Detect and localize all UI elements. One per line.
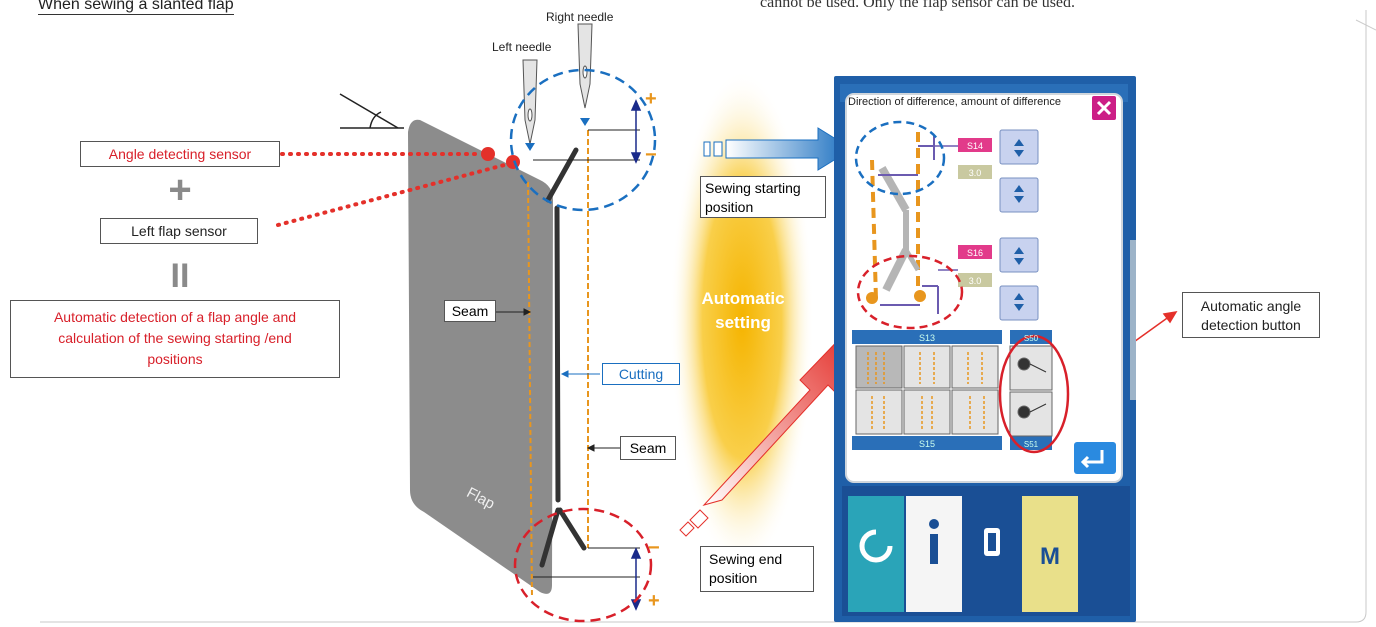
info-icon bbox=[930, 534, 938, 564]
panel-title: Direction of difference, amount of diffe… bbox=[848, 96, 1061, 108]
s16-value-text: 3.0 bbox=[969, 276, 982, 286]
right-needle-marker bbox=[580, 118, 590, 126]
left-needle-label: Left needle bbox=[492, 40, 552, 54]
page-heading: When sewing a slanted flap bbox=[38, 0, 234, 15]
flap-shape bbox=[408, 119, 553, 594]
start-difference-arrow bbox=[630, 99, 642, 164]
frame-border bbox=[40, 10, 1367, 623]
seam-left-label: Seam bbox=[444, 300, 496, 322]
pattern-buttons bbox=[855, 345, 999, 435]
s14-value-text: 3.0 bbox=[969, 168, 982, 178]
s16-text: S16 bbox=[967, 248, 983, 258]
end-plus-mark: + bbox=[648, 590, 660, 612]
start-zoom-circle bbox=[509, 68, 657, 212]
stepper-buttons bbox=[999, 129, 1039, 321]
auto-detect-buttons bbox=[1009, 345, 1053, 437]
bar-s15 bbox=[852, 436, 1002, 450]
cutting-blade bbox=[539, 147, 587, 568]
enter-button bbox=[1074, 442, 1116, 474]
angle-sensor-dot bbox=[481, 147, 495, 161]
s14-text: S14 bbox=[967, 141, 983, 151]
auto-detect-circle bbox=[998, 334, 1070, 454]
angle-sensor-label: Angle detecting sensor bbox=[80, 141, 280, 167]
field-s16-value bbox=[958, 273, 992, 287]
start-minus-mark: − bbox=[645, 144, 657, 166]
right-needle-label: Right needle bbox=[546, 10, 614, 24]
menu-m-button[interactable]: M bbox=[1040, 543, 1060, 570]
operation-panel bbox=[834, 76, 1136, 622]
flap-seam-line bbox=[527, 181, 533, 599]
auto-setting-label: Automatic setting bbox=[701, 289, 785, 332]
bar-s15-text: S15 bbox=[919, 439, 935, 449]
auto-detect-result-label: Automatic detection of a flap angle and … bbox=[10, 300, 340, 378]
bar-s50-text: S50 bbox=[1024, 334, 1039, 343]
panel-end-circle bbox=[856, 254, 964, 330]
flap-sensor-leader bbox=[276, 162, 510, 227]
end-minus-mark: − bbox=[648, 537, 660, 559]
reset-icon bbox=[859, 529, 893, 563]
top-note: cannot be used. Only the flap sensor can… bbox=[760, 0, 1076, 11]
plus-glyph: + bbox=[168, 168, 192, 212]
bar-s51-text: S51 bbox=[1024, 440, 1039, 449]
auto-angle-button-label: Automatic angle detection button bbox=[1182, 292, 1320, 338]
flap-sensor-label: Left flap sensor bbox=[100, 218, 258, 244]
field-s16-label bbox=[958, 245, 992, 259]
field-s14-value bbox=[958, 165, 992, 179]
field-s14-label bbox=[958, 138, 992, 152]
end-position-label: Sewing end position bbox=[700, 546, 814, 592]
end-zoom-circle bbox=[513, 507, 653, 623]
end-difference-arrow bbox=[630, 547, 642, 611]
equals-glyph: II bbox=[170, 257, 190, 295]
start-plus-mark: + bbox=[645, 88, 657, 110]
cutting-label: Cutting bbox=[602, 363, 680, 385]
panel-start-circle bbox=[854, 120, 946, 196]
start-position-label: Sewing starting position bbox=[700, 176, 826, 218]
angle-symbol-icon bbox=[339, 93, 404, 129]
flap-sensor-dot bbox=[506, 155, 520, 169]
left-needle-marker bbox=[525, 143, 535, 151]
right-needle-icon bbox=[577, 23, 593, 109]
left-needle-icon bbox=[522, 59, 538, 145]
bar-s13-text: S13 bbox=[919, 333, 935, 343]
bar-s13 bbox=[852, 330, 1002, 344]
seam-right-label: Seam bbox=[620, 436, 676, 460]
